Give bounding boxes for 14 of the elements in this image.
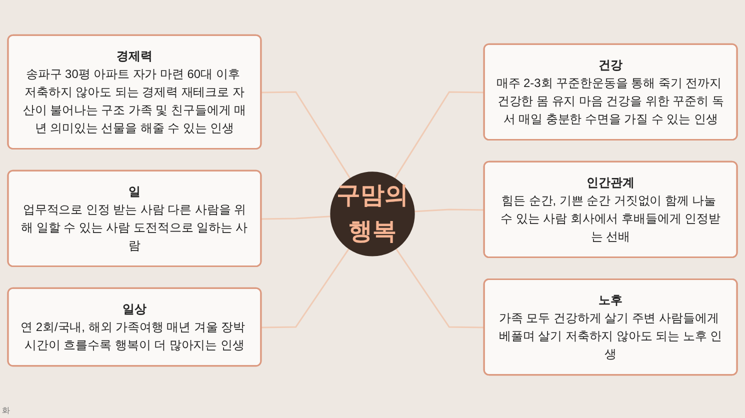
topic-box: 경제력 송파구 30평 아파트 자가 마련 60대 이후 저축하지 않아도 되는 경제력 재테크로 자산이 불어나는 구조 가족 및 친구들에게 매년 의미있는 선물을 해줄 수 있는 인생	[7, 34, 262, 150]
connector-line	[261, 216, 331, 220]
connector-line	[395, 248, 485, 328]
topic-box: 일상 연 2회/국내, 해외 가족여행 매년 겨울 장박 시간이 흐를수록 행복이 더 많아지는 인생	[7, 287, 262, 367]
center-circle: 구맘의 행복	[330, 172, 415, 256]
corner-note: 화	[2, 406, 10, 415]
topic-box: 일 업무적으로 인정 받는 사람 다른 사람을 위해 일할 수 있는 사람 도전적으로 일하는 사람	[7, 170, 262, 267]
topic-box: 인간관계 힘든 순간, 기쁜 순간 거짓없이 함께 나눌 수 있는 사람 회사에서 후배들에게 인정받는 선배	[483, 160, 738, 258]
topic-box: 건강 매주 2-3회 꾸준한운동을 통해 죽기 전까지 건강한 몸 유지 마음 건강을 위한 꾸준히 독서 매일 충분한 수면을 가질 수 있는 인생	[483, 43, 738, 141]
connector-line	[394, 91, 485, 179]
topic-box: 노후 가족 모두 건강하게 살기 주변 사람들에게 베풀며 살기 저축하지 않아도 되는 노후 인생	[483, 278, 738, 376]
connector-line	[261, 248, 350, 328]
connector-line	[261, 91, 351, 179]
connector-line	[414, 208, 485, 212]
